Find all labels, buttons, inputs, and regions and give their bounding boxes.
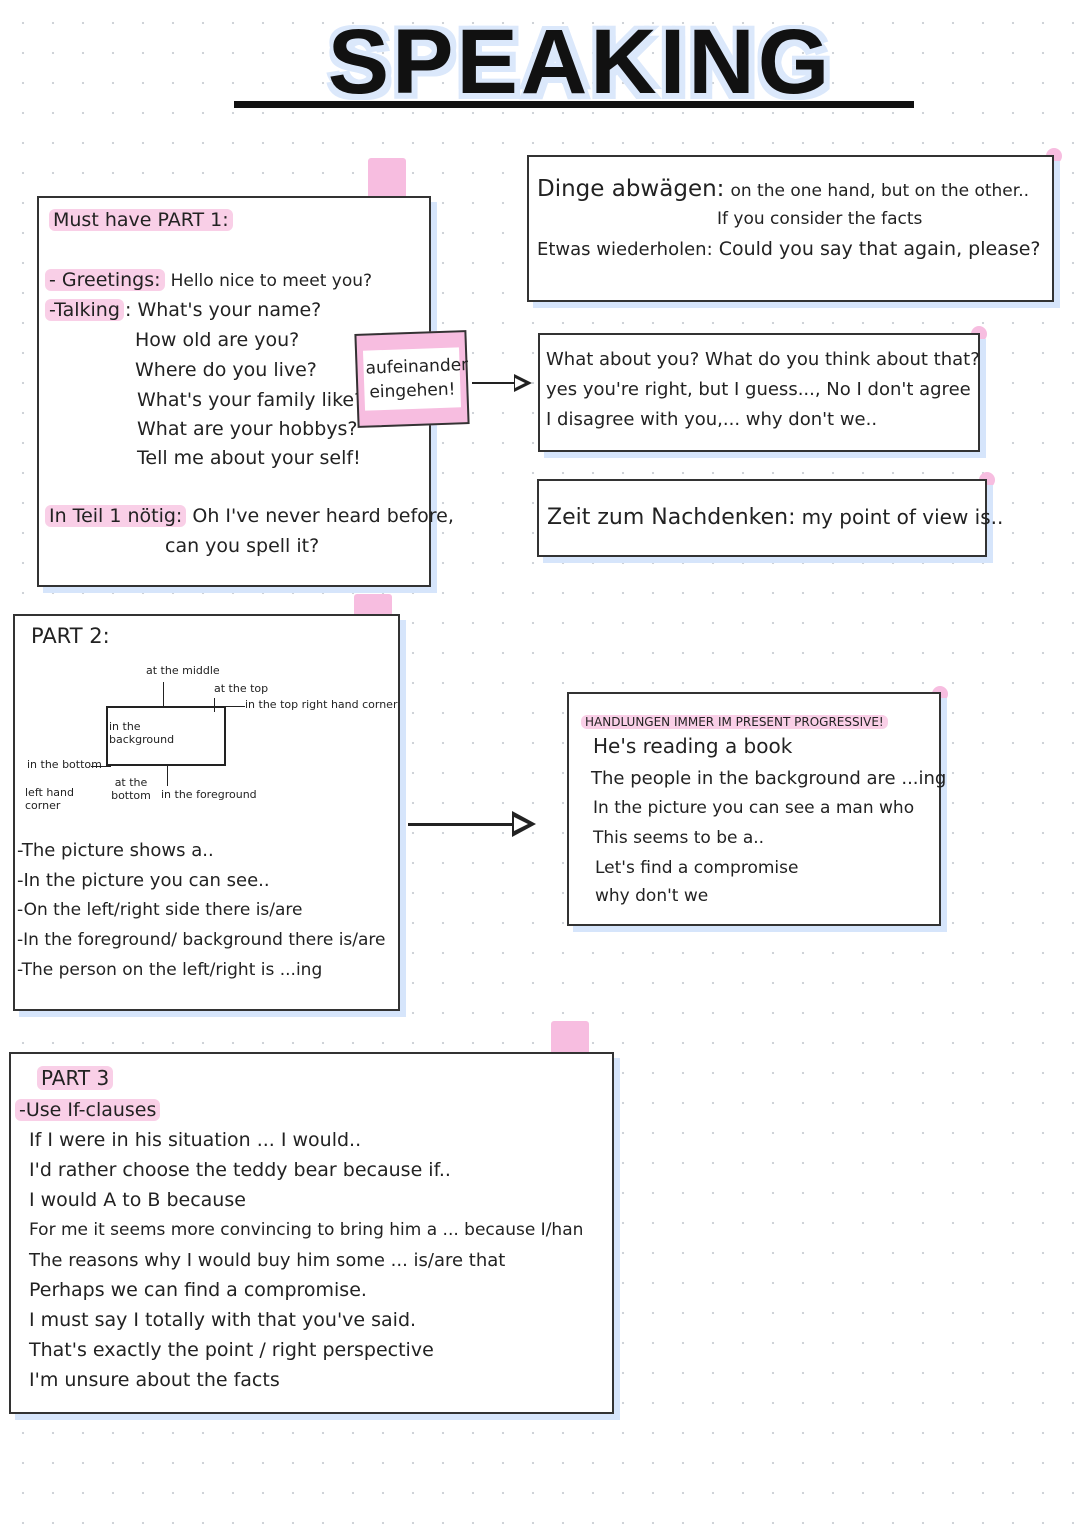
diagram-pointer-line xyxy=(163,682,164,706)
arrow-head-inner xyxy=(515,378,525,388)
progressive-line: In the picture you can see a man who xyxy=(593,798,915,818)
part3-box: PART 3 -Use If-clauses If I were in his … xyxy=(9,1052,614,1414)
weighing-box: Dinge abwägen: on the one hand, but on t… xyxy=(527,155,1054,302)
weighing-line1: Dinge abwägen: on the one hand, but on t… xyxy=(537,176,1030,202)
page-title: SPEAKING xyxy=(327,11,833,113)
diagram-label-background: in the background xyxy=(109,720,175,746)
sticky-line: eingehen! xyxy=(369,379,456,403)
teil1-line: In Teil 1 nötig: Oh I've never heard bef… xyxy=(45,502,454,531)
arrow-head-inner xyxy=(514,817,528,831)
talking-line: : What's your name? xyxy=(125,299,322,321)
talking-line: What are your hobbys? xyxy=(137,418,358,440)
part3-line: The reasons why I would buy him some ...… xyxy=(29,1250,506,1271)
diagram-label-top: at the top xyxy=(214,682,269,695)
part2-box: PART 2: at the middle at the top in the … xyxy=(13,614,400,1011)
part3-line: Perhaps we can find a compromise. xyxy=(29,1279,367,1301)
part2-line: -The person on the left/right is ...ing xyxy=(17,960,323,980)
progressive-line: He's reading a book xyxy=(593,734,793,758)
time-line: Zeit zum Nachdenken: my point of view is… xyxy=(547,505,1004,530)
part3-heading: PART 3 xyxy=(37,1064,114,1094)
reply-line: What about you? What do you think about … xyxy=(546,349,980,370)
time-box: Zeit zum Nachdenken: my point of view is… xyxy=(537,479,1003,557)
part3-line: I would A to B because xyxy=(29,1189,246,1211)
progressive-line: The people in the background are ...ing xyxy=(591,768,947,789)
diagram-pointer-line xyxy=(91,766,111,767)
diagram-frame xyxy=(106,706,226,766)
talking-line: Where do you live? xyxy=(135,359,317,381)
diagram-pointer-line xyxy=(214,698,215,712)
progressive-heading: HANDLUNGEN IMMER IM PRESENT PROGRESSIVE! xyxy=(581,706,888,737)
part2-heading: PART 2: xyxy=(31,624,110,648)
reply-line: yes you're right, but I guess..., No I d… xyxy=(546,379,971,400)
diagram-label-bottom: in the bottom xyxy=(27,758,102,771)
arrow-line xyxy=(472,382,516,384)
part3-subheading: -Use If-clauses xyxy=(15,1096,161,1125)
part2-line: -On the left/right side there is/are xyxy=(17,900,303,920)
part3-line: I'd rather choose the teddy bear because… xyxy=(29,1159,451,1181)
part3-line: That's exactly the point / right perspec… xyxy=(29,1339,434,1361)
part3-line: I must say I totally with that you've sa… xyxy=(29,1309,417,1331)
part3-line: I'm unsure about the facts xyxy=(29,1369,280,1391)
teil1-line2: can you spell it? xyxy=(165,535,320,557)
reply-box: What about you? What do you think about … xyxy=(538,333,980,452)
diagram-label-middle: at the middle xyxy=(146,664,220,677)
part1-heading: Must have PART 1: xyxy=(49,206,233,235)
progressive-line: This seems to be a.. xyxy=(593,828,765,848)
talking-line: What's your family like? xyxy=(137,389,365,411)
greetings-line: - Greetings: Hello nice to meet you? xyxy=(45,266,372,296)
diagram-label-foreground: in the foreground xyxy=(161,788,257,801)
arrow-line xyxy=(408,823,512,826)
part3-line: If I were in his situation ... I would.. xyxy=(29,1129,362,1151)
title-underline xyxy=(234,101,914,108)
diagram-label-left-corner: left hand corner xyxy=(25,786,74,812)
talking-label: -Talking xyxy=(45,296,124,325)
weighing-line2: Etwas wiederholen: Could you say that ag… xyxy=(537,238,1041,260)
part2-line: -In the foreground/ background there is/… xyxy=(17,930,386,950)
talking-line: How old are you? xyxy=(135,329,300,351)
sticky-note: aufeinander eingehen! xyxy=(354,330,470,428)
diagram-pointer-line xyxy=(167,764,168,786)
diagram-label-top-right: in the top right hand corner xyxy=(245,698,398,711)
part2-line: -In the picture you can see.. xyxy=(17,870,270,891)
weighing-line1b: If you consider the facts xyxy=(717,209,923,229)
part3-line: For me it seems more convincing to bring… xyxy=(29,1220,584,1240)
talking-line: Tell me about your self! xyxy=(137,447,361,469)
progressive-box: HANDLUNGEN IMMER IM PRESENT PROGRESSIVE!… xyxy=(567,692,946,926)
sticky-line: aufeinander xyxy=(365,355,469,379)
part2-line: -The picture shows a.. xyxy=(17,840,214,861)
progressive-line: Let's find a compromise xyxy=(595,858,799,878)
progressive-line: why don't we xyxy=(595,886,709,906)
diagram-label-at-bottom: at the bottom xyxy=(111,776,151,802)
diagram-pointer-line xyxy=(219,706,245,707)
reply-line: I disagree with you,... why don't we.. xyxy=(546,409,878,430)
